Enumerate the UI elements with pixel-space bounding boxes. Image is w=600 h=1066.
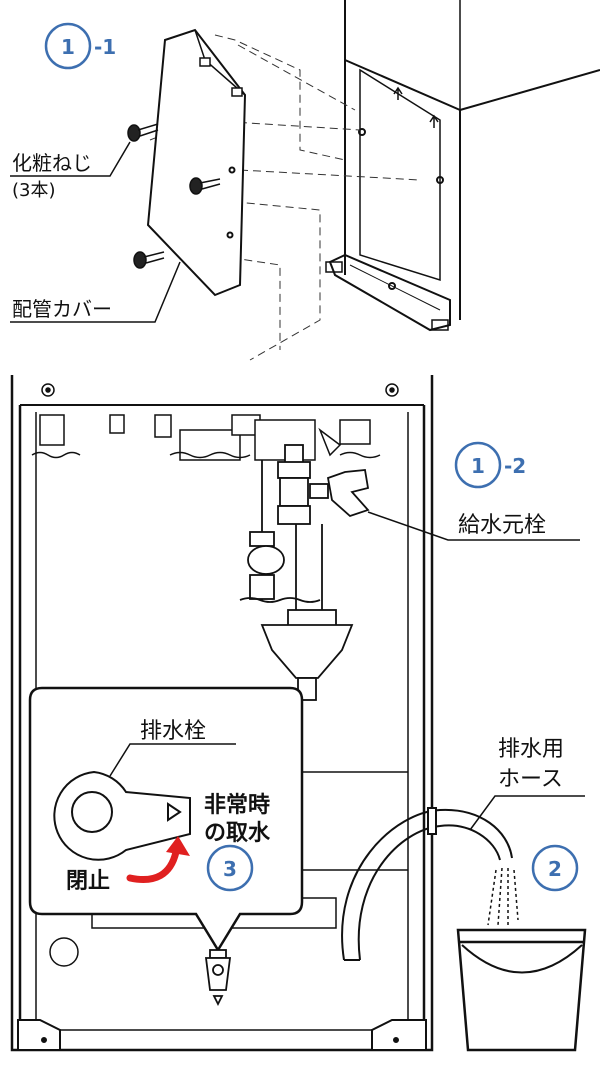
unit-interior-frame [10,375,434,1052]
screw-count-label: (3本) [12,180,56,201]
emergency-water-label-line1: 非常時 [204,792,270,818]
cosmetic-screw-callout: 化粧ねじ (3本) [10,141,131,201]
step-1-1-suffix: -1 [94,35,116,59]
drain-plug-label: 排水栓 [140,719,206,744]
drain-hose-label-line1: 排水用 [498,737,564,762]
emergency-water-label-line2: の取水 [204,821,271,846]
step-1-1-number: 1 [61,35,75,59]
step-2-number: 2 [548,857,562,881]
screw-icon [189,177,221,195]
step-2-marker: 2 [531,844,579,892]
step-1-2-marker: 1 -2 [454,441,526,489]
drain-plug-icon [53,770,191,861]
step-1-1-marker: 1 -1 [44,22,116,70]
step-3-number: 3 [223,857,237,881]
cosmetic-screw-label: 化粧ねじ [12,151,92,175]
water-supply-valve [309,469,370,518]
mounting-hole-icon [385,383,399,397]
supply-valve-label: 給水元栓 [458,513,546,538]
bucket-icon [456,928,587,1052]
pipe-cover-panel [146,28,247,297]
pipe-assembly [239,444,323,610]
screw-icon [133,251,165,269]
drain-hose-label-line2: ホース [498,767,563,792]
pipe-cover-callout: 配管カバー [10,261,181,323]
mounting-hole-icon [41,383,55,397]
step-1-2-suffix: -2 [504,454,526,478]
base-feet [17,1019,427,1051]
water-stream [487,867,519,926]
drain-funnel [260,609,354,701]
closed-label: 閉止 [66,869,110,894]
step-1-2-number: 1 [471,454,485,478]
drain-hose-callout: 排水用 ホース [469,737,585,831]
pipe-cover-label: 配管カバー [12,297,112,321]
screw-icon [127,123,159,142]
drain-plug-callout: 排水栓 非常時 の取水 閉止 3 [28,686,304,953]
drain-hose [341,807,513,961]
drain-port-icon [49,937,79,967]
unit-exterior-illustration [325,0,600,332]
drain-plug-small-icon [204,949,232,1007]
supply-valve-callout: 給水元栓 [367,511,580,541]
rotate-arrow-icon [126,836,190,883]
internal-components [31,414,381,461]
